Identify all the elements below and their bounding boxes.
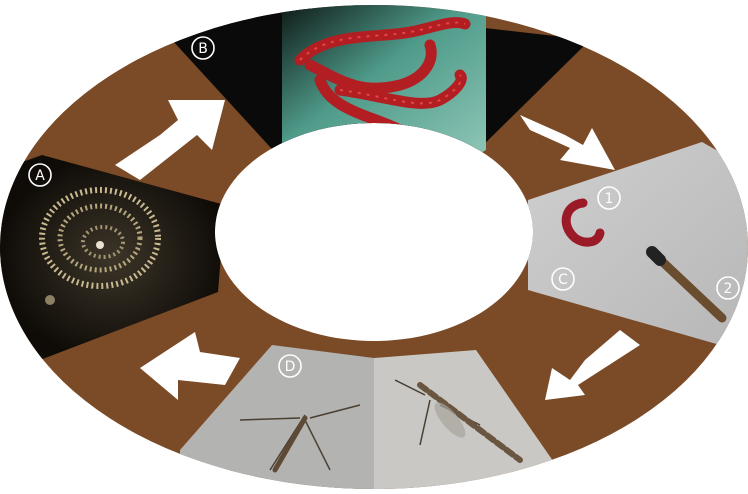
svg-text:C: C [558,272,568,288]
svg-text:D: D [285,359,296,375]
svg-text:2: 2 [724,281,733,297]
svg-text:A: A [35,168,45,184]
svg-text:1: 1 [605,191,614,207]
svg-text:B: B [198,41,208,57]
